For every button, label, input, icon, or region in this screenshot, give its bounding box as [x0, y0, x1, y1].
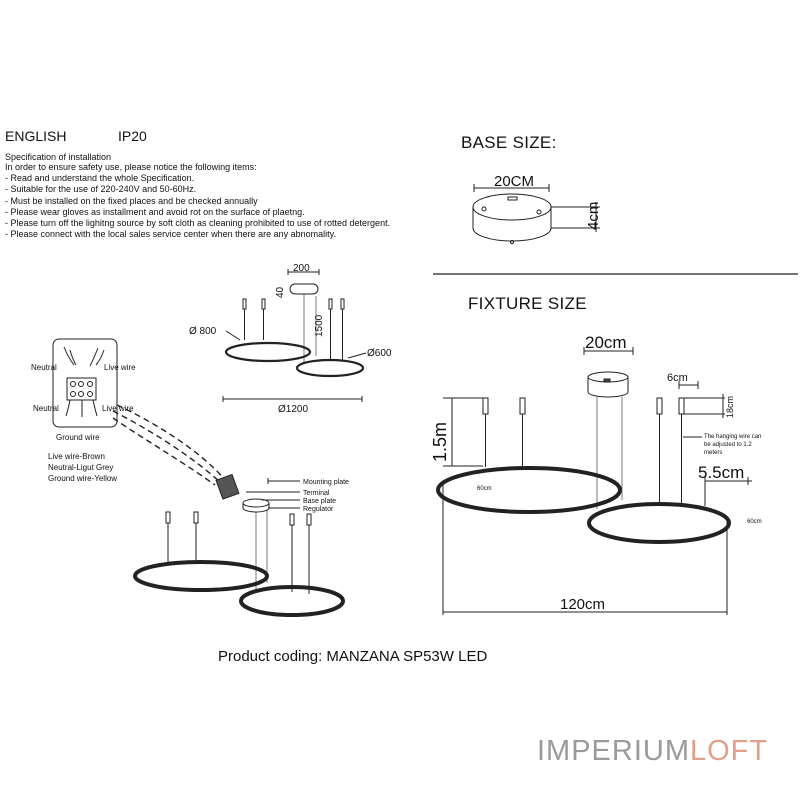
- wiring-live-bottom: Live wire: [102, 404, 134, 413]
- fixture-size-title: FIXTURE SIZE: [468, 294, 587, 313]
- brand-logo: IMPERIUMLOFT: [537, 735, 768, 768]
- spec-title: Specification of installation: [5, 152, 112, 162]
- fixture-drop-label: 1.5m: [430, 422, 450, 462]
- base-canopy-drawing: [472, 184, 600, 244]
- brand-part-2: LOFT: [690, 735, 769, 767]
- wiring-ground: Ground wire: [56, 433, 100, 442]
- sketch-ring-b-label: Ø600: [367, 348, 392, 359]
- fixture-canopy-label: 20cm: [585, 333, 627, 352]
- spec-line: - Read and understand the whole Specific…: [5, 173, 195, 184]
- wiring-legend-line: Ground wire-Yellow: [48, 474, 117, 483]
- fixture-overall-label: 120cm: [560, 596, 605, 613]
- wiring-legend-line: Live wire-Brown: [48, 452, 105, 461]
- wiring-live-top: Live wire: [104, 363, 136, 372]
- sketch-base-height-label: 40: [275, 286, 286, 298]
- mounting-plate-label: Mounting plate: [303, 479, 349, 486]
- sketch-overall-label: Ø1200: [278, 404, 308, 415]
- base-size-title: BASE SIZE:: [461, 133, 557, 152]
- brand-part-1: IMPERIUM: [537, 735, 690, 767]
- spec-line: - Suitable for the use of 220-240V and 5…: [5, 184, 197, 195]
- spec-line: - Must be installed on the fixed places …: [5, 195, 258, 206]
- base-plate-label: Base plate: [303, 498, 336, 505]
- terminal-label: Terminal: [303, 490, 330, 497]
- fixture-ring-thickness-label: 5.5cm: [698, 463, 744, 482]
- fixture-drawing: [436, 347, 752, 615]
- base-height-label: 4cm: [585, 202, 602, 230]
- fixture-cable-top-label: 18cm: [725, 396, 735, 418]
- sketch-drop-label: 1500: [314, 314, 325, 337]
- fixture-note-line: be adjusted to 1.2: [704, 442, 752, 448]
- product-coding: Product coding: MANZANA SP53W LED: [218, 648, 488, 665]
- sketch-ring-a-label: Ø 800: [189, 326, 217, 337]
- spec-line: - Please wear gloves as installment and …: [5, 206, 305, 217]
- fixture-ring-right-label: 60cm: [747, 519, 762, 525]
- language-label: ENGLISH: [5, 128, 67, 144]
- fixture-note-line: The hanging wire can: [704, 434, 761, 440]
- ip-rating: IP20: [118, 128, 147, 144]
- fixture-cable-width-label: 6cm: [667, 372, 688, 384]
- base-diameter-label: 20CM: [494, 173, 534, 190]
- wiring-terminal-box: [52, 338, 226, 486]
- fixture-note-line: meters: [704, 450, 722, 456]
- spec-line: - Please connect with the local sales se…: [5, 229, 337, 240]
- schematic-sketch: [222, 269, 367, 402]
- wiring-neutral-top: Neutral: [31, 363, 57, 372]
- wiring-legend-line: Neutral-Ligut Grey: [48, 463, 113, 472]
- spec-line: In order to ensure safety use, please no…: [5, 162, 257, 172]
- regulator-label: Regulator: [303, 506, 334, 513]
- fixture-ring-left-label: 60cm: [477, 486, 492, 492]
- wiring-neutral-bottom: Neutral: [33, 404, 59, 413]
- installation-assembly: [133, 473, 345, 617]
- spec-line: - Please turn off the lighitng source by…: [5, 218, 391, 229]
- specification-block: ENGLISH IP20 Specification of installati…: [5, 128, 425, 240]
- sketch-base-label: 200: [293, 263, 310, 274]
